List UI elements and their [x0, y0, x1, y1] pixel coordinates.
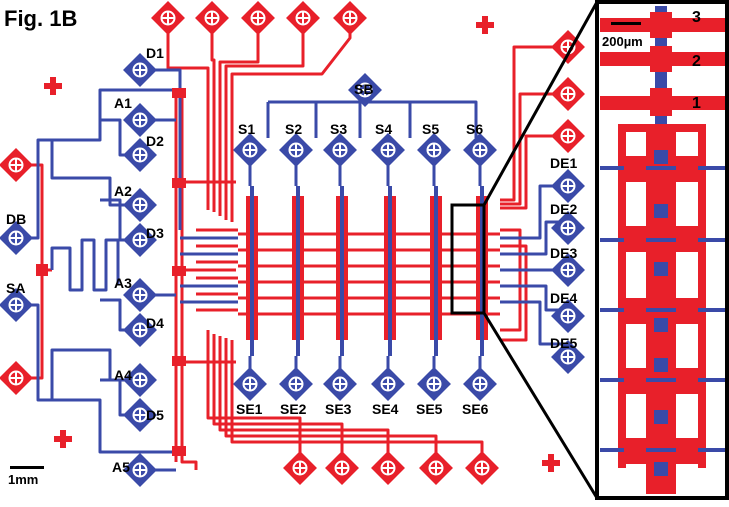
- label-se5: SE5: [416, 401, 443, 417]
- label-s1: S1: [238, 121, 255, 137]
- label-s6: S6: [466, 121, 483, 137]
- inset-label-3: 3: [692, 9, 701, 26]
- label-de5: DE5: [550, 335, 577, 351]
- scale-label-inset: 200µm: [602, 34, 643, 49]
- zoom-line-bottom: [482, 312, 599, 499]
- label-se6: SE6: [462, 401, 489, 417]
- label-d5: D5: [146, 407, 164, 423]
- label-a1: A1: [114, 95, 132, 111]
- label-de4: DE4: [550, 290, 577, 306]
- label-d3: D3: [146, 225, 164, 241]
- label-s5: S5: [422, 121, 439, 137]
- junction-markers: [36, 88, 186, 456]
- label-se1: SE1: [236, 401, 263, 417]
- label-d4: D4: [146, 315, 164, 331]
- label-se2: SE2: [280, 401, 307, 417]
- label-s2: S2: [285, 121, 302, 137]
- scale-bar-main: [10, 466, 44, 469]
- label-de3: DE3: [550, 245, 577, 261]
- label-db: DB: [6, 211, 26, 227]
- label-a4: A4: [114, 367, 132, 383]
- inset-label-1: 1: [692, 95, 701, 112]
- zoom-line-top: [482, 1, 599, 206]
- label-a2: A2: [114, 183, 132, 199]
- scale-label-main: 1mm: [8, 472, 38, 487]
- label-se3: SE3: [325, 401, 352, 417]
- zoom-region-box: [450, 203, 486, 315]
- label-sa: SA: [6, 280, 25, 296]
- array-blue-bars: [250, 186, 484, 356]
- inset-zoom: [595, 0, 729, 500]
- label-d1: D1: [146, 45, 164, 61]
- label-d2: D2: [146, 133, 164, 149]
- label-de1: DE1: [550, 155, 577, 171]
- label-sb: SB: [354, 81, 373, 97]
- label-s3: S3: [330, 121, 347, 137]
- label-a3: A3: [114, 275, 132, 291]
- alignment-crosses: [44, 16, 560, 472]
- label-se4: SE4: [372, 401, 399, 417]
- label-a5: A5: [112, 459, 130, 475]
- label-de2: DE2: [550, 201, 577, 217]
- figure-title: Fig. 1B: [4, 6, 77, 31]
- inset-label-2: 2: [692, 53, 701, 70]
- label-s4: S4: [375, 121, 392, 137]
